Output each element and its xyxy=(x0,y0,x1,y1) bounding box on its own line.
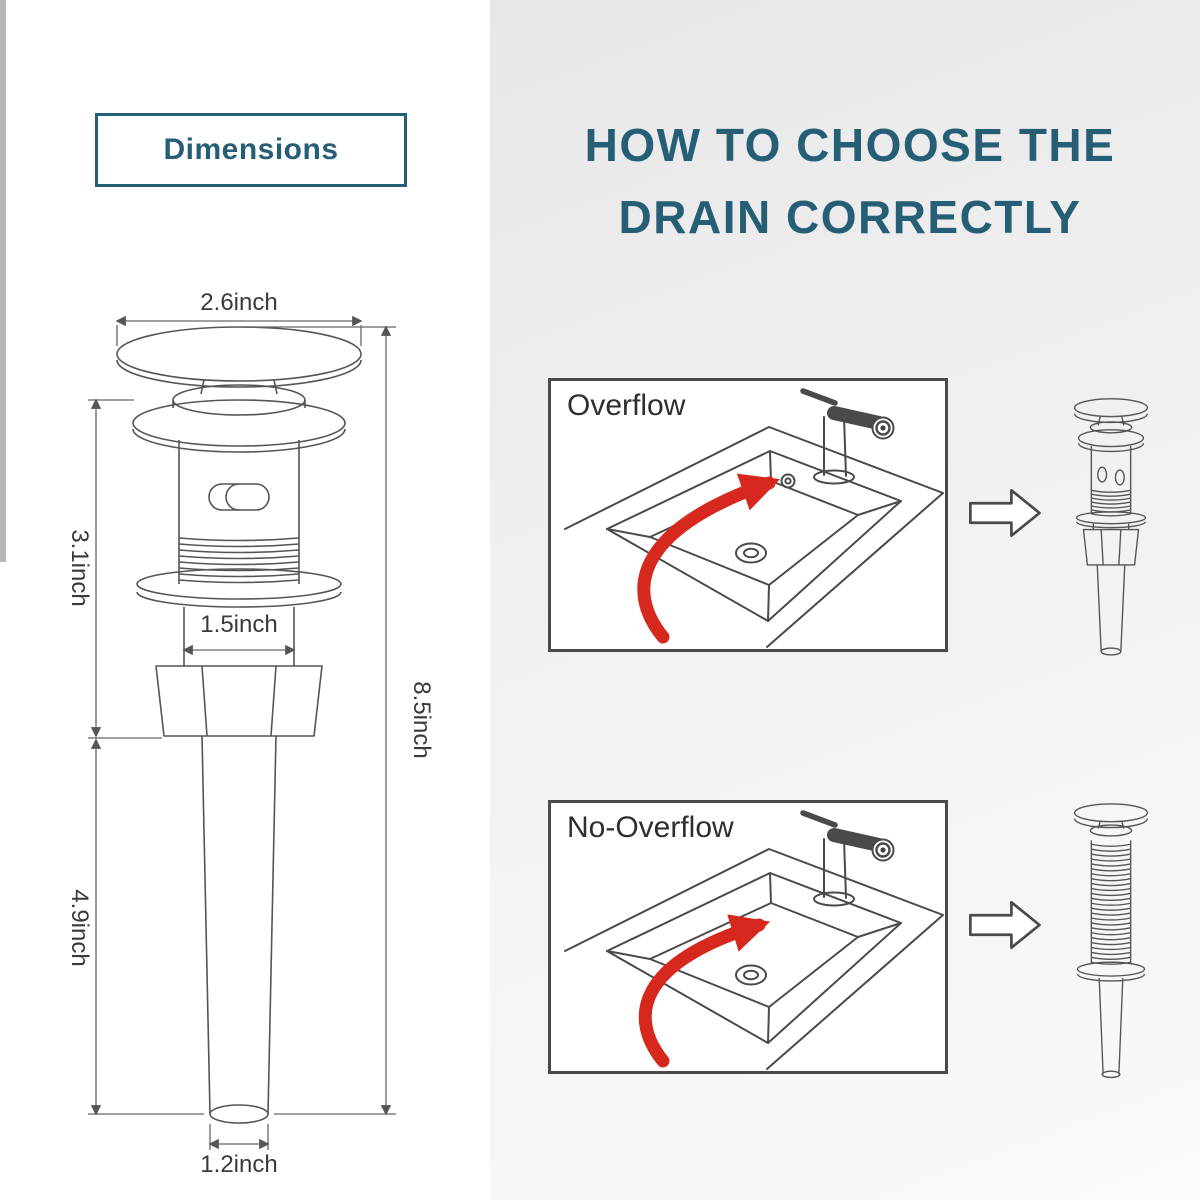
no-overflow-panel-label: No-Overflow xyxy=(567,811,734,844)
right-arrow-icon xyxy=(969,900,1041,950)
right-arrow-icon xyxy=(969,488,1041,538)
drain-hole-inner xyxy=(743,969,759,981)
dim-label-total-height: 8.5inch xyxy=(408,681,435,758)
overflow-sink-illustration xyxy=(564,388,944,648)
countertop-outline xyxy=(564,848,944,1070)
dimensions-title-box: Dimensions xyxy=(95,113,407,187)
no-overflow-drain-illustration xyxy=(1073,803,1149,1079)
sink-line-art xyxy=(564,810,944,1070)
drain-cap xyxy=(116,326,362,416)
basin-walls xyxy=(606,872,902,1044)
drain-body xyxy=(178,440,300,584)
dim-label-bottom-width: 1.2inch xyxy=(200,1151,277,1178)
red-curved-arrow-icon xyxy=(637,473,781,644)
dim-label-upper-height: 3.1inch xyxy=(66,529,93,606)
no-overflow-sink-illustration xyxy=(564,810,944,1070)
dim-label-body-width: 1.5inch xyxy=(200,611,277,638)
screen-edge-artifact xyxy=(0,0,6,562)
sink-line-art xyxy=(564,388,944,648)
drain-dimension-diagram: 2.6inch 3.1inch 1.5inch 8.5inch 4.9inch … xyxy=(66,289,435,1178)
red-curved-arrow-icon xyxy=(638,914,771,1068)
drain-hole-inner xyxy=(743,547,759,559)
drain-threads xyxy=(178,537,300,584)
dim-label-cap-width: 2.6inch xyxy=(200,289,277,316)
faucet xyxy=(800,388,895,485)
overflow-hole-outer xyxy=(780,473,796,489)
right-title-line1: HOW TO CHOOSE THE xyxy=(584,119,1116,171)
popup-drain-outline xyxy=(116,326,362,1124)
overflow-hole-inner xyxy=(784,477,792,485)
faucet xyxy=(800,810,895,907)
overflow-slot xyxy=(1114,469,1125,486)
no-overflow-panel: No-Overflow xyxy=(548,800,948,1074)
overflow-panel: Overflow xyxy=(548,378,948,652)
overflow-slot xyxy=(1097,466,1108,483)
drain-hole-outer xyxy=(735,964,767,986)
drain-flange xyxy=(132,399,346,453)
drain-tailpipe xyxy=(201,735,277,1124)
right-title-line2: DRAIN CORRECTLY xyxy=(618,191,1082,243)
drain-hex-nut xyxy=(155,665,323,737)
overflow-drain-illustration xyxy=(1073,398,1149,656)
dim-label-tail-height: 4.9inch xyxy=(66,889,93,966)
drain-hole-outer xyxy=(735,542,767,564)
countertop-outline xyxy=(564,426,944,648)
dimension-labels: 2.6inch 3.1inch 1.5inch 8.5inch 4.9inch … xyxy=(66,289,435,1178)
drain-washer xyxy=(136,568,342,666)
overflow-panel-label: Overflow xyxy=(567,389,686,422)
dimensions-title: Dimensions xyxy=(163,133,339,166)
dimension-lines xyxy=(88,315,396,1150)
basin-walls xyxy=(606,450,902,622)
